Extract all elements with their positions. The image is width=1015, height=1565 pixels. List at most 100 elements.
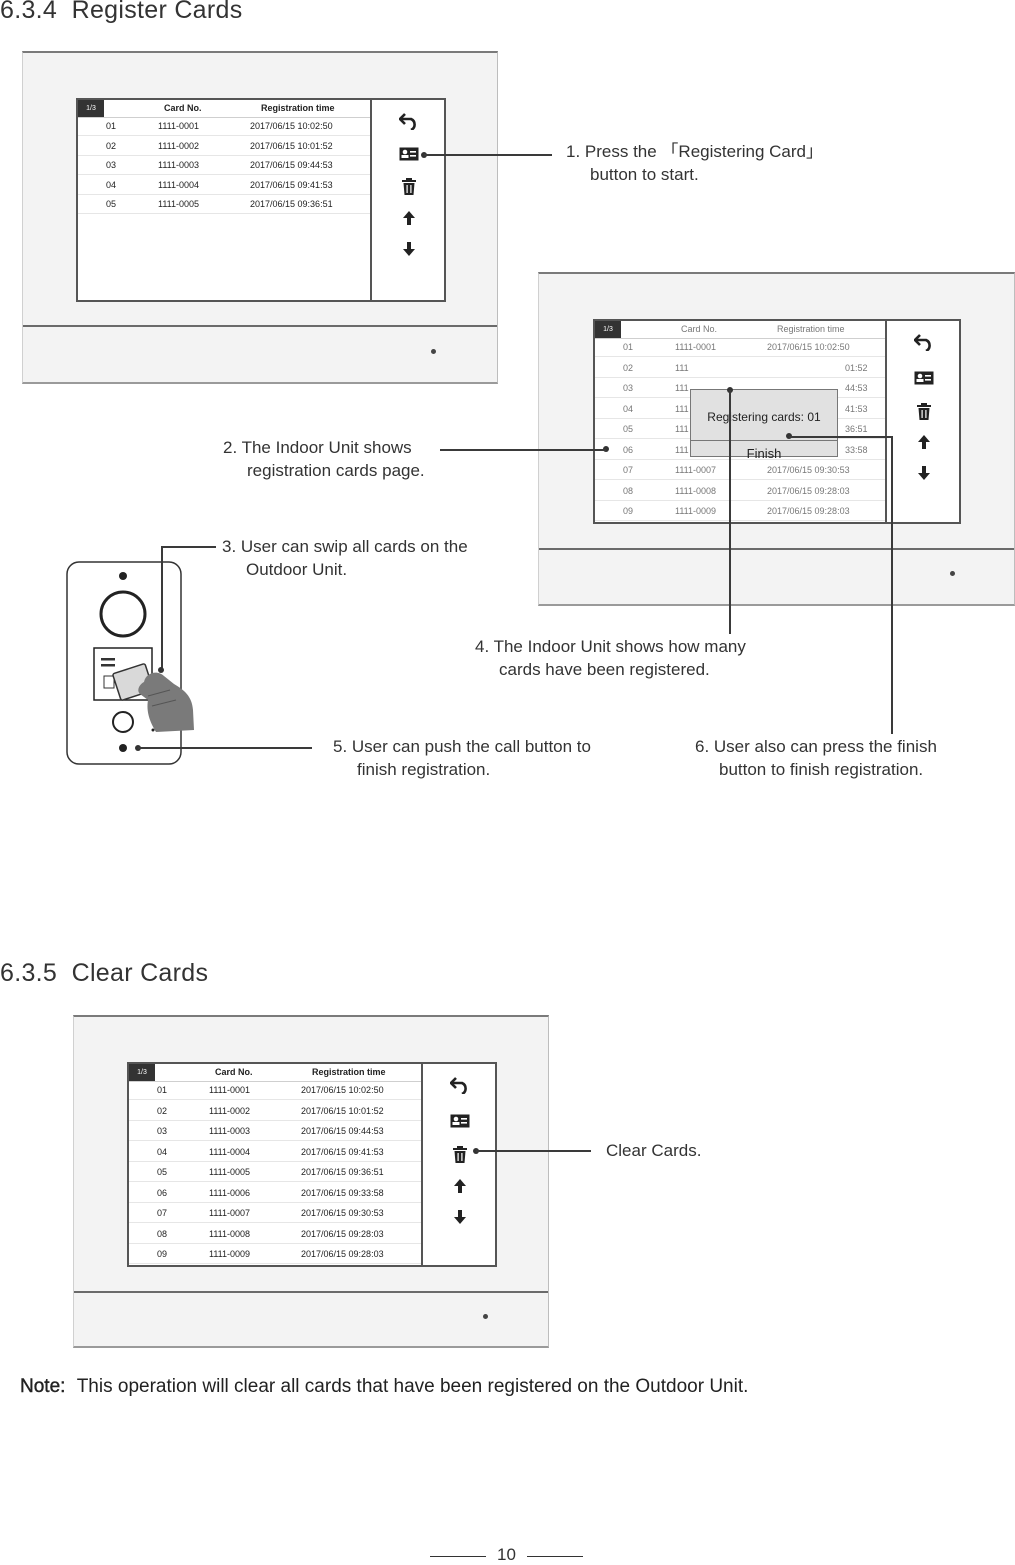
cell-idx: 02 bbox=[106, 140, 117, 151]
column-card-no: Card No. bbox=[164, 103, 202, 113]
arrow-down-icon[interactable] bbox=[402, 241, 416, 259]
arrow-up-icon[interactable] bbox=[453, 1178, 467, 1196]
arrow-down-icon[interactable] bbox=[917, 465, 931, 483]
cell-card: 1111-0008 bbox=[209, 1228, 251, 1239]
cell-time: 2017/06/15 09:44:53 bbox=[250, 160, 333, 170]
cell-time: 33:58 bbox=[845, 444, 868, 455]
cell-card: 1111-0004 bbox=[158, 179, 200, 190]
callout-6-line-1: 6. User also can press the finish bbox=[695, 737, 937, 756]
cell-idx: 06 bbox=[157, 1187, 168, 1198]
cell-time: 2017/06/15 10:01:52 bbox=[250, 140, 333, 151]
finish-button[interactable]: Finish bbox=[746, 446, 782, 461]
cell-card: 111 bbox=[675, 403, 689, 414]
bezel-divider bbox=[23, 325, 497, 327]
cell-idx: 03 bbox=[623, 383, 634, 393]
cell-idx: 02 bbox=[623, 362, 634, 373]
section-title-clear: 6.3.5 Clear Cards bbox=[0, 959, 209, 987]
callout-dot-2 bbox=[603, 446, 609, 452]
cell-idx: 05 bbox=[623, 424, 634, 434]
cell-card: 1111-0003 bbox=[158, 160, 200, 170]
cell-idx: 04 bbox=[106, 179, 117, 190]
back-arrow-icon[interactable] bbox=[449, 1076, 470, 1096]
back-arrow-icon[interactable] bbox=[913, 333, 934, 353]
table-row[interactable]: 02 1111-0002 2017/06/15 10:01:52 bbox=[78, 139, 370, 156]
callout-line-3b bbox=[161, 546, 163, 670]
cell-card: 111 bbox=[675, 362, 689, 373]
card-register-icon[interactable] bbox=[399, 147, 419, 163]
cell-card: 1111-0005 bbox=[209, 1167, 251, 1177]
callout-line-6b bbox=[891, 436, 893, 734]
card-register-icon[interactable] bbox=[914, 371, 934, 387]
table-row[interactable]: 06 1111-0006 2017/06/15 09:33:58 bbox=[129, 1186, 421, 1203]
cell-card: 1111-0003 bbox=[209, 1126, 251, 1136]
back-arrow-icon[interactable] bbox=[398, 112, 419, 132]
arrow-down-icon[interactable] bbox=[453, 1209, 467, 1227]
note-label: Note: bbox=[20, 1376, 66, 1397]
arrow-up-icon[interactable] bbox=[402, 210, 416, 228]
callout-line-1 bbox=[424, 154, 552, 156]
callout-4-line-1: 4. The Indoor Unit shows how many bbox=[475, 637, 746, 656]
cell-time: 2017/06/15 09:33:58 bbox=[301, 1187, 384, 1198]
callout-1-line-2: button to start. bbox=[590, 165, 699, 184]
cell-idx: 09 bbox=[623, 506, 634, 516]
note-paragraph: Note: This operation will clear all card… bbox=[20, 1376, 749, 1398]
callout-clear-cards: Clear Cards. bbox=[606, 1141, 702, 1160]
callout-call-button: 5. User can push the call button to fini… bbox=[333, 735, 591, 781]
callout-line-3a bbox=[161, 546, 216, 548]
cell-card: 1111-0007 bbox=[209, 1208, 251, 1218]
cell-time: 2017/06/15 10:02:50 bbox=[301, 1085, 384, 1095]
cell-time: 2017/06/15 10:01:52 bbox=[301, 1105, 384, 1116]
cell-time: 2017/06/15 09:28:03 bbox=[301, 1249, 384, 1259]
callout-registered-count: 4. The Indoor Unit shows how many cards … bbox=[475, 635, 746, 681]
bezel-divider bbox=[539, 548, 1014, 550]
footer-rule-left bbox=[430, 1556, 486, 1557]
registering-count-text: Registering cards: 01 bbox=[707, 410, 821, 424]
cell-card: 1111-0001 bbox=[675, 342, 717, 352]
cell-card: 1111-0006 bbox=[209, 1187, 251, 1198]
cell-idx: 03 bbox=[157, 1126, 168, 1136]
column-registration-time: Registration time bbox=[312, 1067, 386, 1077]
card-register-icon[interactable] bbox=[450, 1114, 470, 1130]
page-number: 10 bbox=[497, 1545, 516, 1564]
trash-icon[interactable] bbox=[916, 403, 932, 423]
page-indicator: 1/3 bbox=[129, 1064, 155, 1081]
cell-card: 1111-0002 bbox=[158, 140, 200, 151]
cell-idx: 04 bbox=[157, 1146, 168, 1157]
cell-idx: 09 bbox=[157, 1249, 168, 1259]
cell-time: 2017/06/15 09:41:53 bbox=[301, 1146, 384, 1157]
section-title-register: 6.3.4 Register Cards bbox=[0, 0, 243, 24]
trash-icon[interactable] bbox=[452, 1146, 468, 1166]
cell-idx: 05 bbox=[106, 199, 117, 209]
callout-registration-page: 2. The Indoor Unit shows registration ca… bbox=[223, 436, 425, 482]
table-header: 1/3 Card No. Registration time bbox=[129, 1064, 421, 1082]
screen-toolbar-2 bbox=[885, 321, 961, 522]
trash-icon[interactable] bbox=[401, 178, 417, 198]
dialog-separator bbox=[691, 440, 837, 441]
cell-time: 2017/06/15 09:36:51 bbox=[301, 1167, 384, 1177]
callout-line-4 bbox=[729, 390, 731, 634]
page-indicator: 1/3 bbox=[78, 100, 104, 117]
callout-finish-button: 6. User also can press the finish button… bbox=[695, 735, 937, 781]
arrow-up-icon[interactable] bbox=[917, 434, 931, 452]
